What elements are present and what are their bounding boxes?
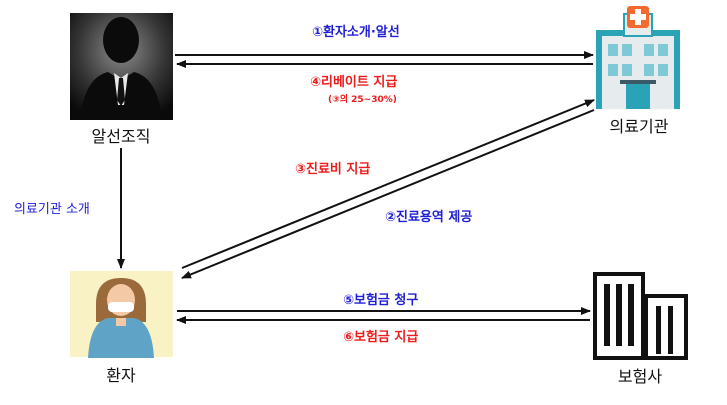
- flow-hospital-intro-label: 의료기관 소개: [14, 202, 90, 217]
- flow-referral-label: ①환자소개·알선: [312, 25, 400, 40]
- flow-medical-fee-label: ③진료비 지급: [295, 162, 371, 177]
- broker-label: 알선조직: [91, 127, 151, 146]
- flow-claim-label: ⑤보험금 청구: [343, 293, 419, 308]
- patient-icon: [70, 271, 173, 358]
- arrow-patient-to-hospital: [181, 99, 595, 269]
- flow-medical-service-label: ②진료용역 제공: [385, 210, 473, 225]
- hospital-label: 의료기관: [609, 117, 669, 136]
- arrow-hospital-to-patient: [181, 109, 595, 279]
- flow-payment-label: ⑥보험금 지급: [343, 330, 419, 345]
- hospital-building-icon: [596, 6, 680, 109]
- insurer-label: 보험사: [617, 367, 663, 386]
- patient-label: 환자: [106, 366, 136, 385]
- office-building-icon: [593, 272, 688, 360]
- businessman-silhouette-icon: [70, 13, 173, 120]
- flow-rebate-label: ④리베이트 지급: [310, 75, 398, 90]
- flow-rebate-note: (③의 25~30%): [328, 95, 397, 105]
